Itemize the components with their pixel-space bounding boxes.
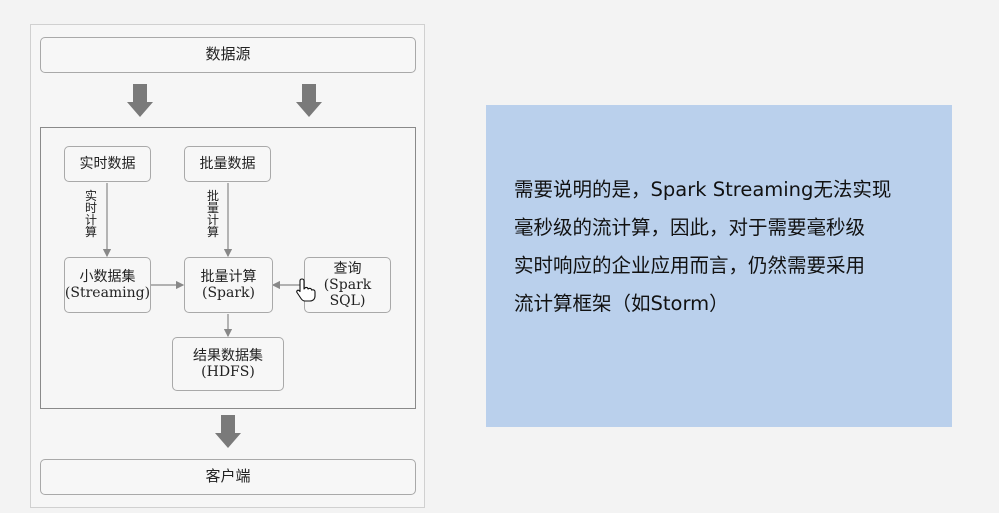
- small-dataset-box: 小数据集 (Streaming): [64, 257, 151, 313]
- small-dataset-line1: 小数据集: [79, 268, 136, 285]
- block-arrow-bottom: [215, 415, 241, 448]
- batch-data-box: 批量数据: [184, 146, 271, 182]
- note-panel: 需要说明的是，Spark Streaming无法实现 毫秒级的流计算，因此，对于…: [486, 105, 952, 427]
- hand-cursor-icon: [296, 278, 316, 302]
- query-line3: SQL): [329, 293, 366, 310]
- data-source-label: 数据源: [205, 45, 251, 64]
- data-source-box: 数据源: [40, 37, 416, 73]
- client-box: 客户端: [40, 459, 416, 495]
- batch-compute-line1: 批量计算: [200, 268, 257, 285]
- query-line2: (Spark: [323, 276, 372, 293]
- result-dataset-box: 结果数据集 (HDFS): [172, 337, 284, 391]
- processing-frame: [40, 127, 416, 409]
- result-dataset-line2: (HDFS): [201, 364, 255, 380]
- batch-compute-line2: (Spark): [202, 285, 255, 301]
- realtime-data-box: 实时数据: [64, 146, 151, 182]
- realtime-data-label: 实时数据: [79, 155, 136, 172]
- batch-data-label: 批量数据: [199, 155, 256, 172]
- result-dataset-line1: 结果数据集: [193, 347, 263, 364]
- batch-compute-box: 批量计算 (Spark): [184, 257, 273, 313]
- note-text: 需要说明的是，Spark Streaming无法实现 毫秒级的流计算，因此，对于…: [514, 171, 934, 323]
- batch-compute-vertical-label: 批量计算: [206, 190, 220, 246]
- block-arrow-left: [127, 84, 153, 117]
- small-dataset-line2: (Streaming): [64, 285, 151, 301]
- block-arrow-right: [296, 84, 322, 117]
- note-line-3: 实时响应的企业应用而言，仍然需要采用: [514, 254, 866, 277]
- query-box: 查询 (Spark SQL): [304, 257, 391, 313]
- note-line-4: 流计算框架（如Storm）: [514, 292, 729, 315]
- query-line1: 查询: [333, 260, 362, 277]
- note-line-1: 需要说明的是，Spark Streaming无法实现: [514, 178, 892, 201]
- note-line-2: 毫秒级的流计算，因此，对于需要毫秒级: [514, 216, 866, 239]
- client-label: 客户端: [205, 467, 251, 486]
- realtime-compute-label: 实时计算: [84, 190, 98, 246]
